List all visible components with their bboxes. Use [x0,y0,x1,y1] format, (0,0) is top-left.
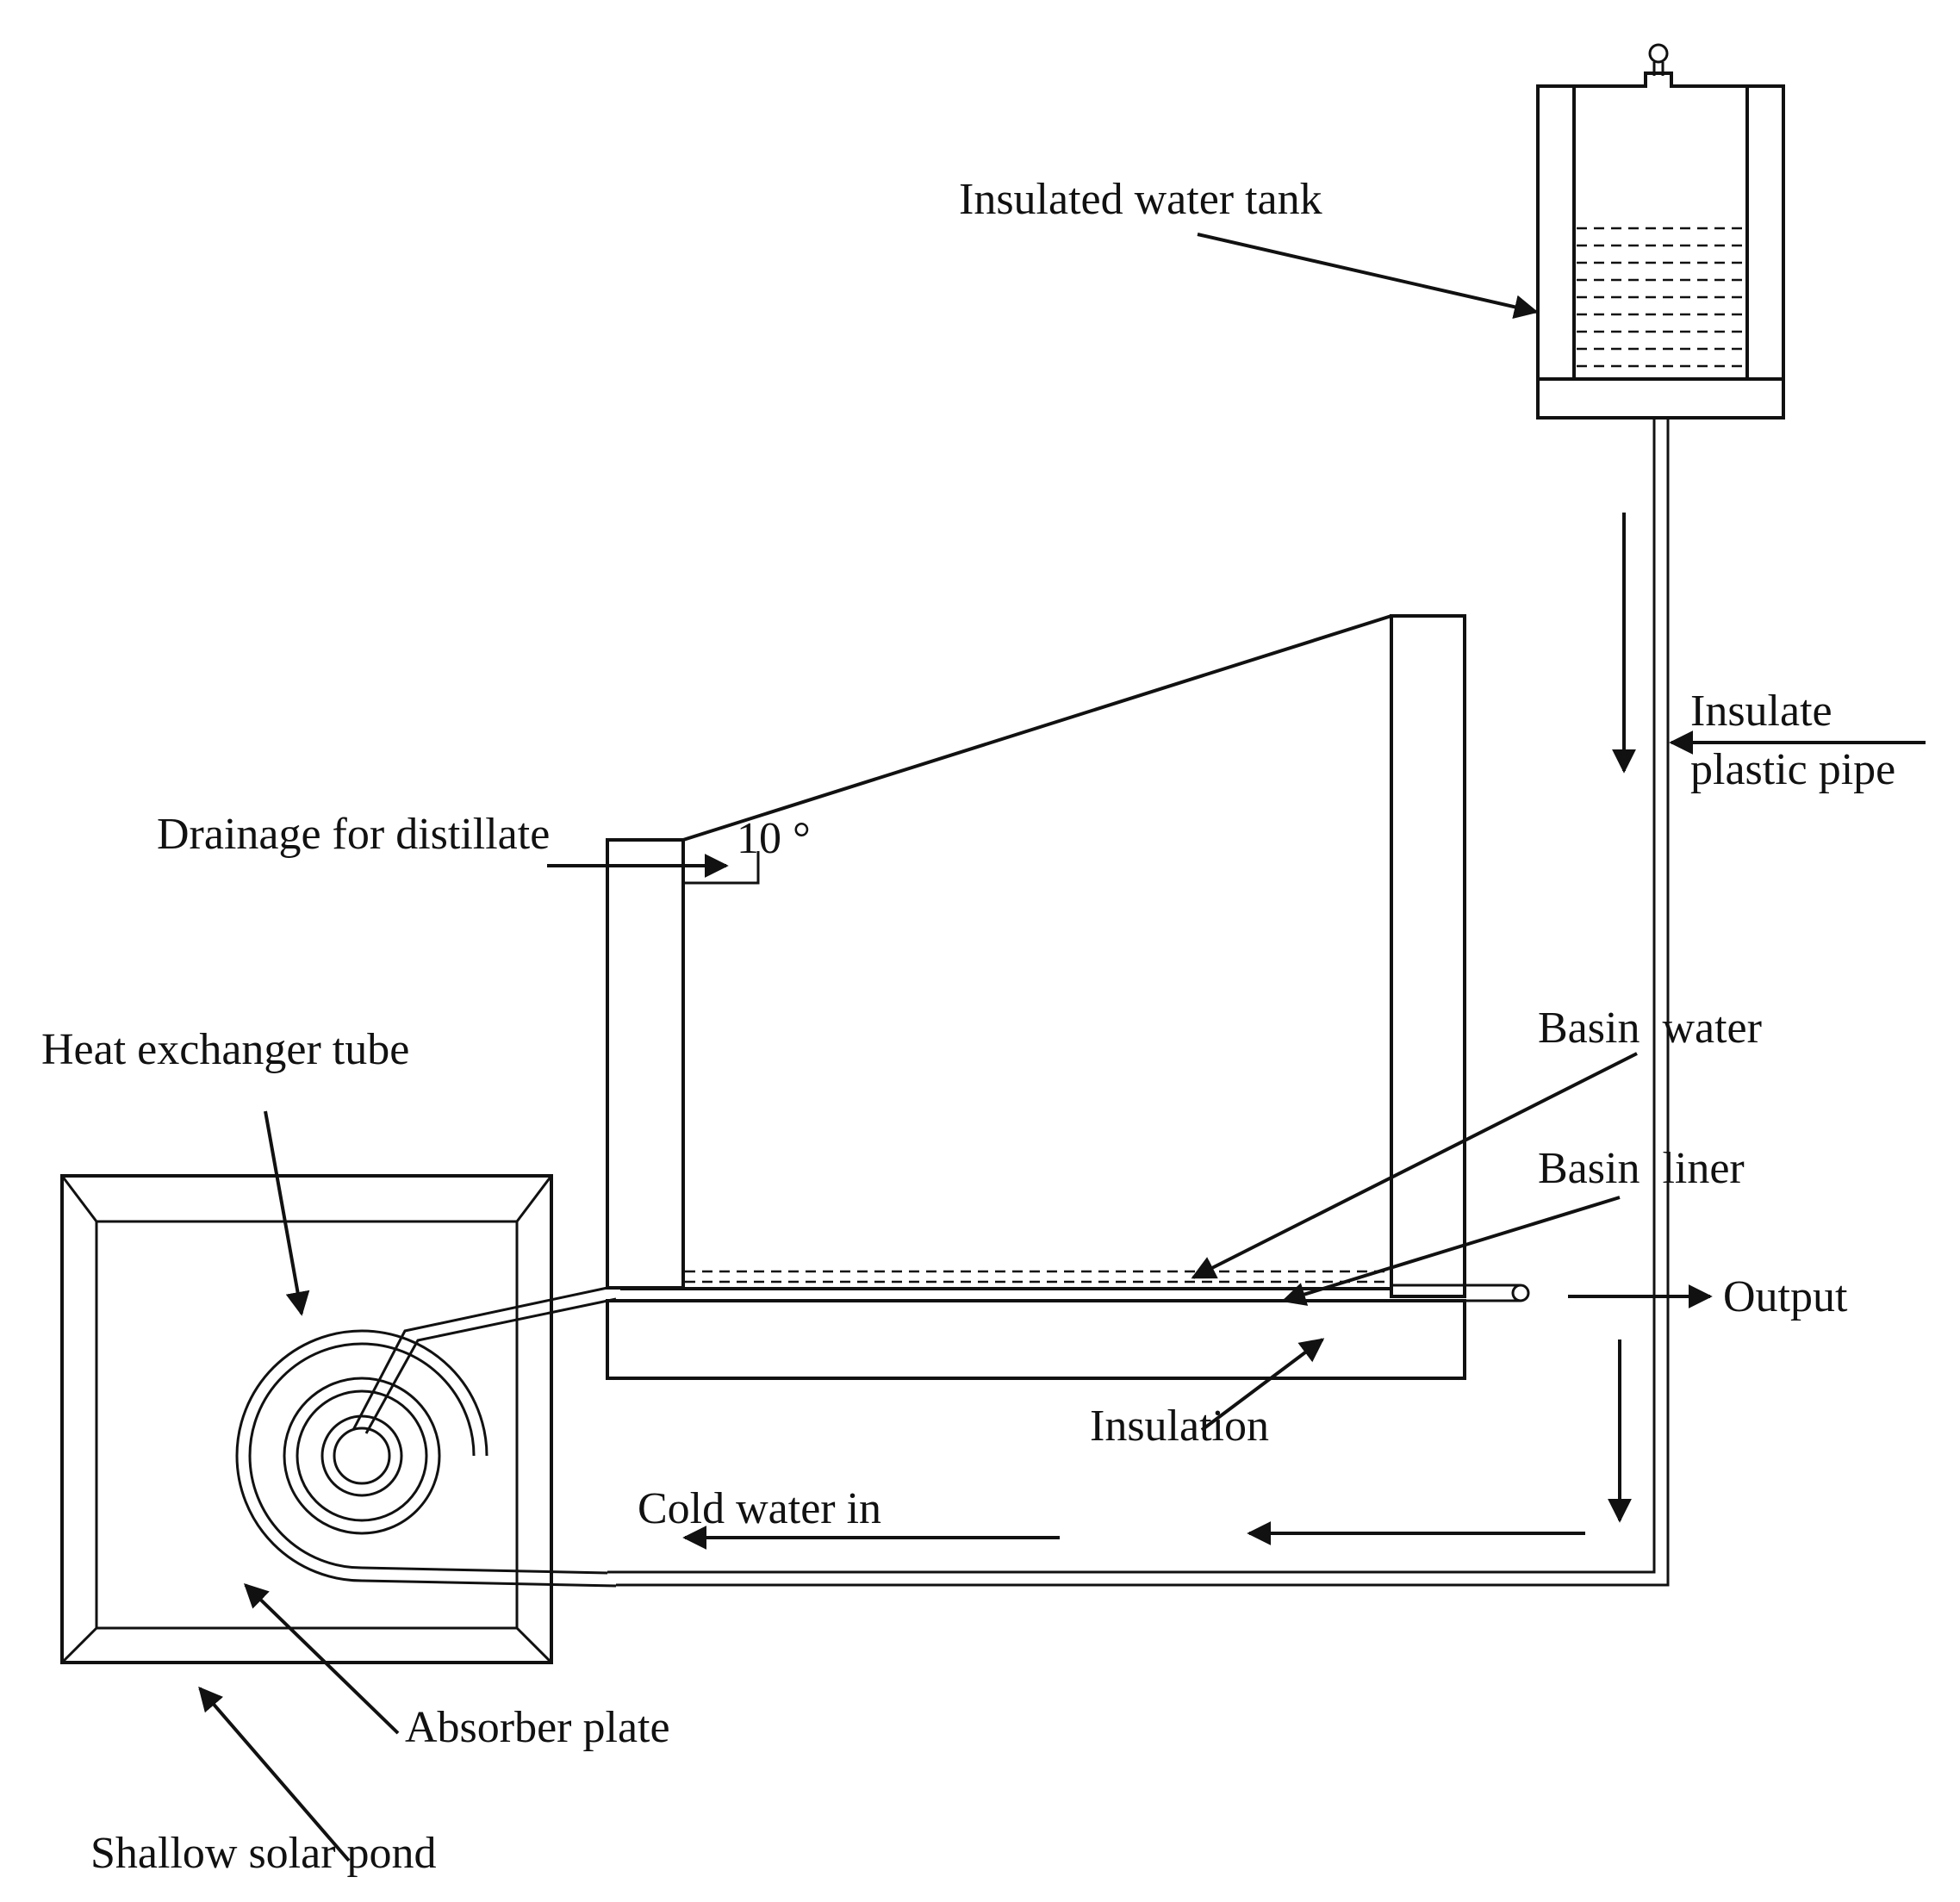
leader-arrows [198,233,1926,1862]
glass-cover [682,614,1392,842]
label-insulate: Insulate [1690,687,1832,736]
insulated-plastic-pipe [607,418,1670,1587]
label-heat-exchanger-tube: Heat exchanger tube [41,1025,409,1074]
label-plastic-pipe: plastic pipe [1690,745,1895,794]
label-cold-water-in: Cold water in [638,1484,881,1533]
heat-exchanger-spiral [235,1286,617,1588]
label-insulated-water-tank: Insulated water tank [959,175,1322,224]
shallow-solar-pond [60,1174,617,1664]
solar-still [606,614,1530,1380]
output-pipe [1391,1284,1530,1302]
label-absorber-plate: Absorber plate [405,1703,670,1752]
flow-arrows [682,513,1713,1550]
label-basin-liner: Basin liner [1538,1144,1745,1193]
label-insulation: Insulation [1090,1402,1269,1451]
tank-water [1577,227,1745,368]
drainage-channel [683,851,760,885]
label-shallow-solar-pond: Shallow solar pond [90,1829,437,1878]
label-basin-water: Basin water [1538,1004,1762,1053]
label-output: Output [1723,1272,1848,1321]
insulated-water-tank [1536,43,1785,420]
label-angle: 10 ° [737,814,811,863]
label-drainage-for-distillate: Drainage for distillate [157,810,550,859]
basin-water [685,1270,1389,1284]
